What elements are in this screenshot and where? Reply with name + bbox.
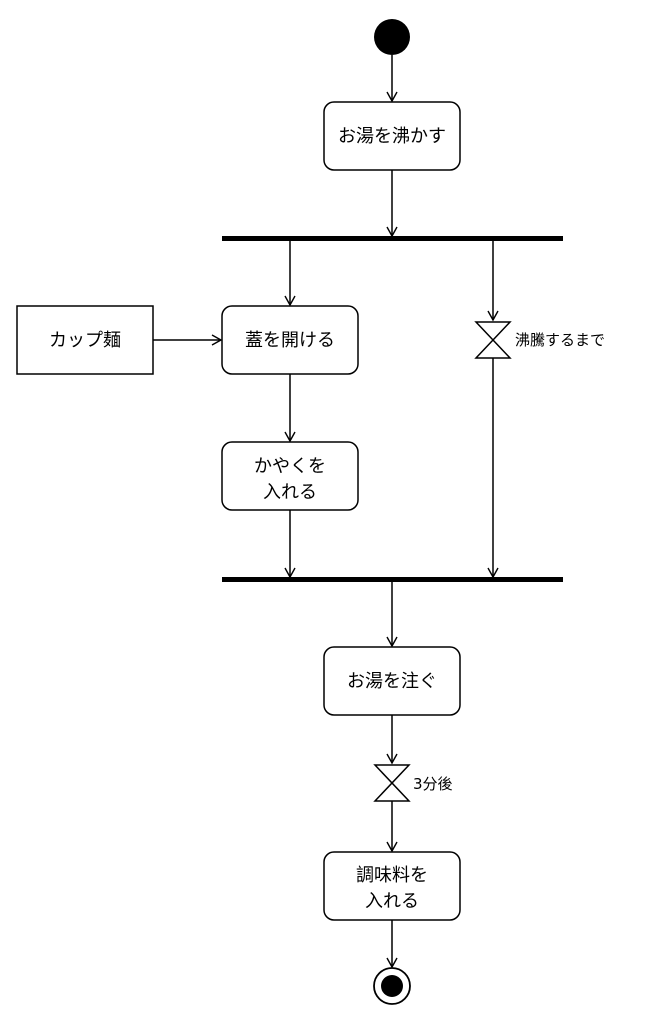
time-event-wait-boil: 沸騰するまで	[474, 321, 605, 359]
action-open-lid: 蓋を開ける	[221, 305, 359, 375]
action-add-seasoning: 調味料を 入れる	[323, 851, 461, 921]
action-pour-water: お湯を注ぐ	[323, 646, 461, 716]
action-pour-water-label: お湯を注ぐ	[347, 671, 437, 692]
object-cup-noodle-label: カップ麺	[49, 330, 121, 351]
final-node	[373, 967, 411, 1005]
time-event-3min: 3分後	[373, 764, 453, 802]
action-boil-water: お湯を沸かす	[323, 101, 461, 171]
hourglass-icon	[373, 764, 411, 802]
fork-bar	[222, 236, 563, 241]
action-boil-water-label: お湯を沸かす	[338, 126, 446, 147]
action-add-kayaku-label-line2: 入れる	[263, 482, 317, 503]
hourglass-icon	[474, 321, 512, 359]
action-add-kayaku: かやくを 入れる	[221, 441, 359, 511]
time-event-3min-label: 3分後	[413, 775, 453, 793]
action-add-kayaku-label-line1: かやくを	[254, 456, 326, 477]
time-event-wait-boil-label: 沸騰するまで	[515, 331, 605, 349]
action-add-seasoning-label-line2: 入れる	[365, 891, 419, 912]
object-cup-noodle: カップ麺	[16, 305, 154, 375]
action-add-seasoning-label-line1: 調味料を	[356, 865, 428, 886]
join-bar	[222, 577, 563, 582]
action-open-lid-label: 蓋を開ける	[245, 330, 335, 351]
initial-node	[374, 19, 410, 55]
